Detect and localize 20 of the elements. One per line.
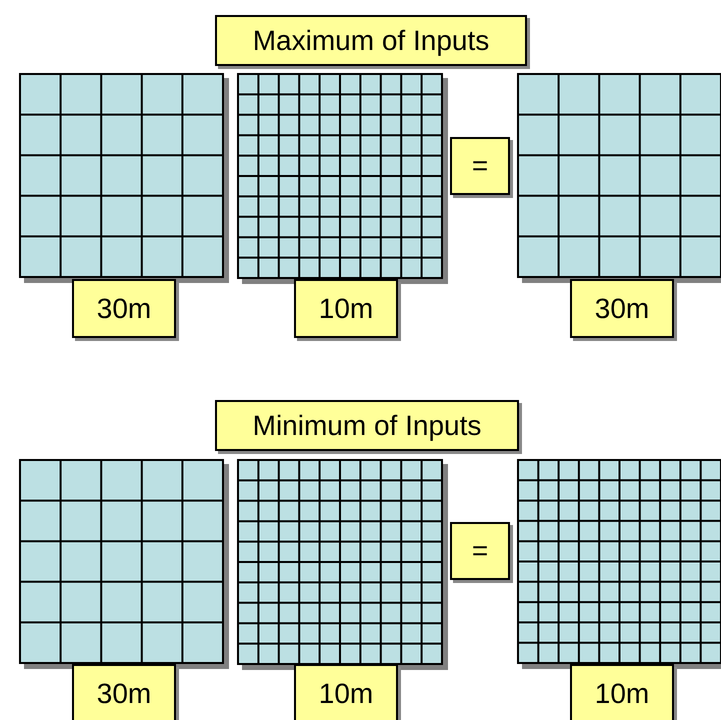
- label-box: [294, 279, 398, 338]
- resolution-label: 10m: [318, 292, 374, 324]
- heading-box: [215, 15, 527, 66]
- equals-sign: =: [472, 535, 488, 567]
- equals-box: [450, 137, 510, 195]
- resolution-label: 10m: [318, 678, 374, 710]
- heading-text: Minimum of Inputs: [252, 410, 482, 442]
- label-box: [570, 664, 674, 720]
- resolution-label: 30m: [96, 678, 152, 710]
- resolution-label: 30m: [594, 292, 650, 324]
- heading-text: Maximum of Inputs: [252, 24, 490, 56]
- label-box: [294, 664, 398, 720]
- resolution-label: 30m: [96, 292, 152, 324]
- equals-sign: =: [472, 150, 488, 182]
- label-box: [72, 279, 176, 338]
- label-box: [72, 664, 176, 720]
- label-box: [570, 279, 674, 338]
- heading-box: [215, 400, 519, 451]
- equals-box: [450, 522, 510, 580]
- resolution-label: 10m: [594, 678, 650, 710]
